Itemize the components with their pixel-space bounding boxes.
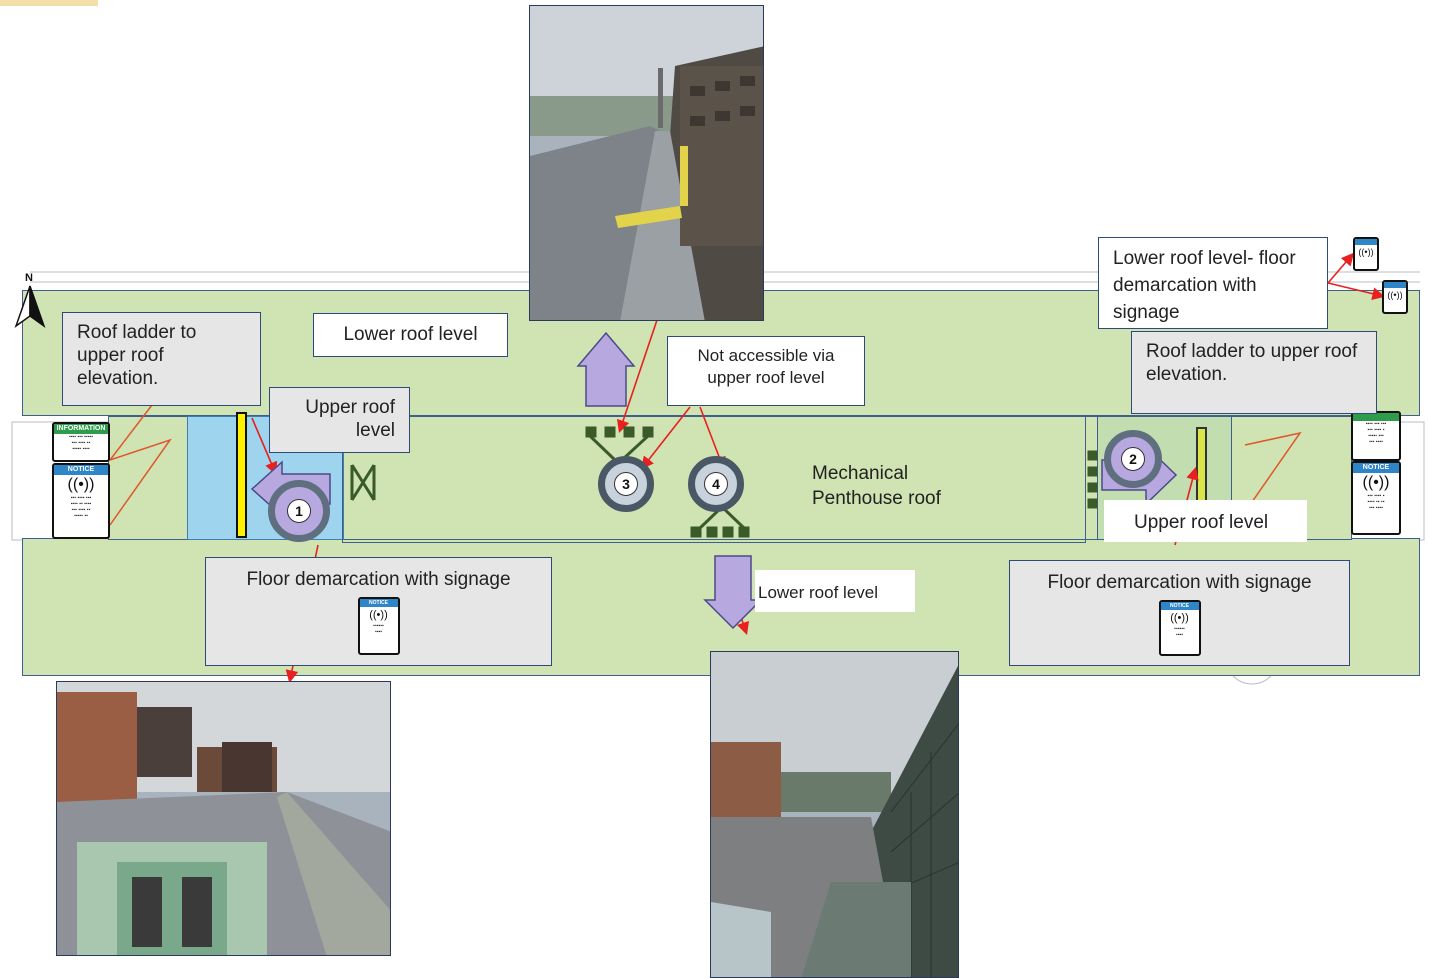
marker-1: 1 — [268, 480, 330, 542]
callout-floor-demarcation-right: Floor demarcation with signage NOTICE ((… — [1009, 560, 1350, 666]
roof-ladder-left — [236, 412, 247, 538]
radio-wave-icon: ((•)) — [1170, 612, 1189, 624]
antenna-cluster-right — [1087, 450, 1098, 509]
callout-lower-roof-bottom: Lower roof level — [755, 570, 915, 612]
callout-roof-ladder-right: Roof ladder to upper roof elevation. — [1131, 331, 1377, 414]
antenna-cluster-left — [350, 464, 376, 501]
photo-south-walkway — [710, 651, 959, 978]
photo-upper-roof-left-image — [57, 682, 390, 955]
arrow-up-icon — [576, 331, 636, 407]
marker-3: 3 — [598, 456, 654, 512]
notice-sign-floor-left: NOTICE ((•)) ▪▪▪▪▪▪▪▪▪▪ — [357, 597, 400, 655]
photo-upper-roof-left — [56, 681, 391, 956]
information-sign-right: ▪▪▪▪ ▪▪▪ ▪▪▪▪▪▪ ▪▪▪▪ ▪▪▪▪▪▪ ▪▪▪▪▪▪ ▪▪▪▪ — [1351, 411, 1401, 461]
notice-sign-top-2: ((•)) — [1382, 280, 1408, 314]
north-label: N — [25, 272, 33, 284]
arrow-down-icon — [703, 555, 763, 630]
callout-upper-roof-right: Upper roof level — [1104, 500, 1307, 542]
marker-2: 2 — [1104, 430, 1162, 488]
callout-upper-roof-left: Upper roof level — [269, 387, 410, 453]
north-arrow-icon — [14, 285, 46, 328]
callout-lower-roof-demarcation: Lower roof level- floor demarcation with… — [1098, 237, 1328, 329]
corner-accent — [0, 0, 98, 6]
photo-south-walkway-image — [711, 652, 958, 977]
information-sign-left: INFORMATION ▪▪▪▪ ▪▪▪ ▪▪▪▪▪▪▪▪ ▪▪▪▪ ▪▪▪▪▪… — [52, 422, 110, 462]
radio-wave-icon: ((•)) — [369, 609, 388, 621]
penthouse-outline — [342, 416, 1086, 543]
notice-sign-floor-right: NOTICE ((•)) ▪▪▪▪▪▪▪▪▪▪ — [1158, 600, 1201, 656]
notice-sign-left: NOTICE ((•)) ▪▪▪ ▪▪▪▪ ▪▪▪▪▪▪▪ ▪▪ ▪▪▪▪▪▪▪… — [52, 463, 110, 539]
radio-wave-icon: ((•)) — [1358, 247, 1374, 257]
callout-not-accessible: Not accessible via upper roof level — [667, 336, 865, 406]
callout-lower-roof-top: Lower roof level — [313, 313, 508, 357]
radio-wave-icon: ((•)) — [1362, 474, 1390, 491]
north-arrow: N — [8, 272, 52, 332]
callout-floor-demarcation-right-text: Floor demarcation with signage — [1047, 572, 1312, 593]
callout-floor-demarcation-left: Floor demarcation with signage NOTICE ((… — [205, 557, 552, 666]
antenna-cluster-top — [585, 426, 654, 462]
callout-floor-demarcation-left-text: Floor demarcation with signage — [246, 569, 511, 590]
callout-mechanical-penthouse: Mechanical Penthouse roof — [812, 463, 941, 509]
radio-wave-icon: ((•)) — [67, 476, 95, 493]
photo-north-walkway-image — [530, 6, 763, 320]
notice-sign-top-1: ((•)) — [1353, 237, 1379, 271]
marker-4: 4 — [688, 456, 744, 512]
notice-sign-right: NOTICE ((•)) ▪▪▪ ▪▪▪▪ ▪▪▪▪▪ ▪▪ ▪▪▪▪▪ ▪▪▪… — [1351, 461, 1401, 535]
callout-roof-ladder-left: Roof ladder to upper roof elevation. — [62, 312, 261, 406]
radio-wave-icon: ((•)) — [1387, 290, 1403, 300]
photo-north-walkway — [529, 5, 764, 321]
